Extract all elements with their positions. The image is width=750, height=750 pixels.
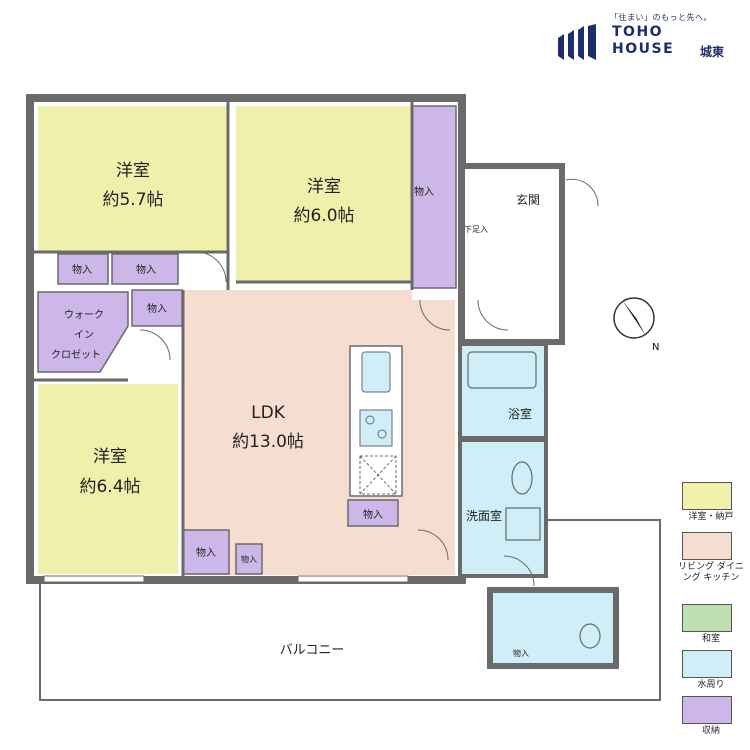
burner-icon [365,415,375,425]
window [43,575,145,583]
storage-label: 物入 [241,554,257,564]
brand-mark-icon [558,24,596,60]
legend-swatch [682,696,732,724]
legend-swatch [682,482,732,510]
entrance-label: 玄関 [516,192,540,207]
brand-name: TOHO HOUSE [612,24,674,58]
walkin-closet [37,291,129,373]
entrance-hall [459,163,565,345]
storage-label: 物入 [414,185,434,198]
brand-name-line2: HOUSE [612,41,675,57]
bedroom-3-name: 洋室 [93,447,127,467]
storage-closet-3 [131,289,183,327]
door-swing [139,329,171,361]
kitchen-sink-icon [361,351,391,393]
stove-icon [359,409,393,447]
storage-label: 物入 [147,302,167,315]
bathtub-icon [467,351,537,389]
storage-label: 物入 [136,263,156,276]
toilet-icon [579,623,601,649]
window [297,575,409,583]
washroom-label: 洗面室 [466,508,502,523]
interior-walls [30,98,414,580]
storage-closet-2 [111,253,179,285]
compass-icon: N [613,297,659,353]
storage-label: 物入 [72,263,92,276]
bedroom-3 [38,384,178,574]
ldk-size: 約13.0帖 [232,432,304,452]
bedroom-1 [38,106,228,252]
legend-label: 和室 [701,634,720,644]
legend-item-ldk: リビング ダイニング キッチン [676,532,746,584]
legend-swatch [682,650,732,678]
brand-logo [552,12,742,68]
door-swing [477,299,509,331]
storage-closet-4 [411,105,457,289]
ldk-name: LDK [251,403,286,423]
brand-branch: 城東 [700,45,725,59]
legend-item-bedroom: 洋室・納戸 [676,482,746,523]
entrance-door-swing [565,178,599,207]
storage-closet-5 [182,529,230,575]
toilet-room [487,587,619,669]
door-swing [417,529,449,561]
legend-label: 収納 [701,726,720,736]
burner-icon [377,429,387,439]
brand-name-line1: TOHO [612,24,664,40]
balcony-label: バルコニー [280,643,345,658]
walkin-label-2: イン [74,330,94,341]
sink-icon [511,461,533,495]
door-swing [419,299,451,331]
storage-closet-6 [235,543,263,575]
storage-closet-1 [57,253,109,285]
legend-label: リビング ダイニング キッチン [678,562,744,583]
bedroom-1-name: 洋室 [116,161,150,181]
bedroom-2-name: 洋室 [307,177,341,197]
washing-machine-icon [505,507,541,541]
door-swing [503,555,535,587]
storage-closet-7 [347,499,399,527]
walkin-label-3: クロゼット [51,349,101,361]
legend-swatch [682,532,732,560]
bathroom [458,342,548,440]
storage-label: 物入 [363,508,383,521]
bedroom-1-size: 約5.7帖 [102,190,163,210]
storage-label: 物入 [513,648,529,658]
bedroom-2 [236,106,412,282]
fridge-space-cross [359,455,397,495]
storage-label: 物入 [196,546,216,559]
svg-text:N: N [652,342,659,353]
legend-item-storage: 収納 [676,696,746,737]
legend-swatch [682,604,732,632]
legend-item-washitsu: 和室 [676,604,746,645]
bedroom-3-size: 約6.4帖 [79,477,140,497]
shoe-storage-label: 下足入 [464,225,488,234]
bedroom-2-size: 約6.0帖 [293,206,354,226]
fridge-space [359,455,397,495]
bath-label: 浴室 [508,406,532,421]
brand-tagline: 「住まい」のもっと先へ。 [610,13,712,22]
legend-label: 洋室・納戸 [688,512,734,522]
legend-item-water: 水周り [676,650,746,691]
door-swing [195,251,227,283]
legend-label: 水周り [697,680,725,690]
walkin-label-1: ウォーク [64,309,104,321]
